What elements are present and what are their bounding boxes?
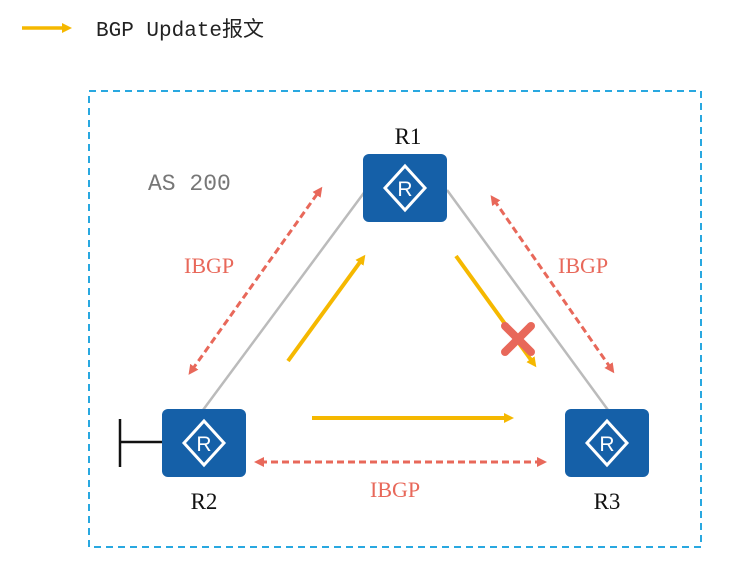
update-arrow-r2-to-r1 — [286, 254, 366, 363]
as-boundary — [88, 90, 702, 548]
router-r1-label: R1 — [395, 124, 422, 149]
as-label: AS 200 — [148, 171, 231, 197]
ibgp-session-r1-r3 — [490, 195, 615, 374]
router-r1-symbol: R — [397, 178, 412, 201]
ibgp-label-r1-r2: IBGP — [184, 253, 234, 278]
legend: BGP Update报文 — [22, 18, 264, 43]
r2-external-link — [118, 419, 162, 467]
ibgp-label-r2-r3: IBGP — [370, 477, 420, 502]
router-r2[interactable]: R — [160, 407, 248, 479]
link-r1-r3 — [445, 189, 610, 411]
link-r1-r2 — [201, 189, 368, 411]
router-r2-label: R2 — [191, 489, 218, 514]
router-r3[interactable]: R — [563, 407, 651, 479]
router-r3-label: R3 — [594, 489, 621, 514]
ibgp-session-r1-r2 — [188, 186, 323, 375]
ibgp-label-r1-r3: IBGP — [558, 253, 608, 278]
legend-label: BGP Update报文 — [96, 18, 264, 43]
router-r2-symbol: R — [196, 433, 211, 456]
router-r1[interactable]: R — [361, 152, 449, 224]
router-r3-symbol: R — [599, 433, 614, 456]
blocked-x-icon — [501, 322, 535, 356]
